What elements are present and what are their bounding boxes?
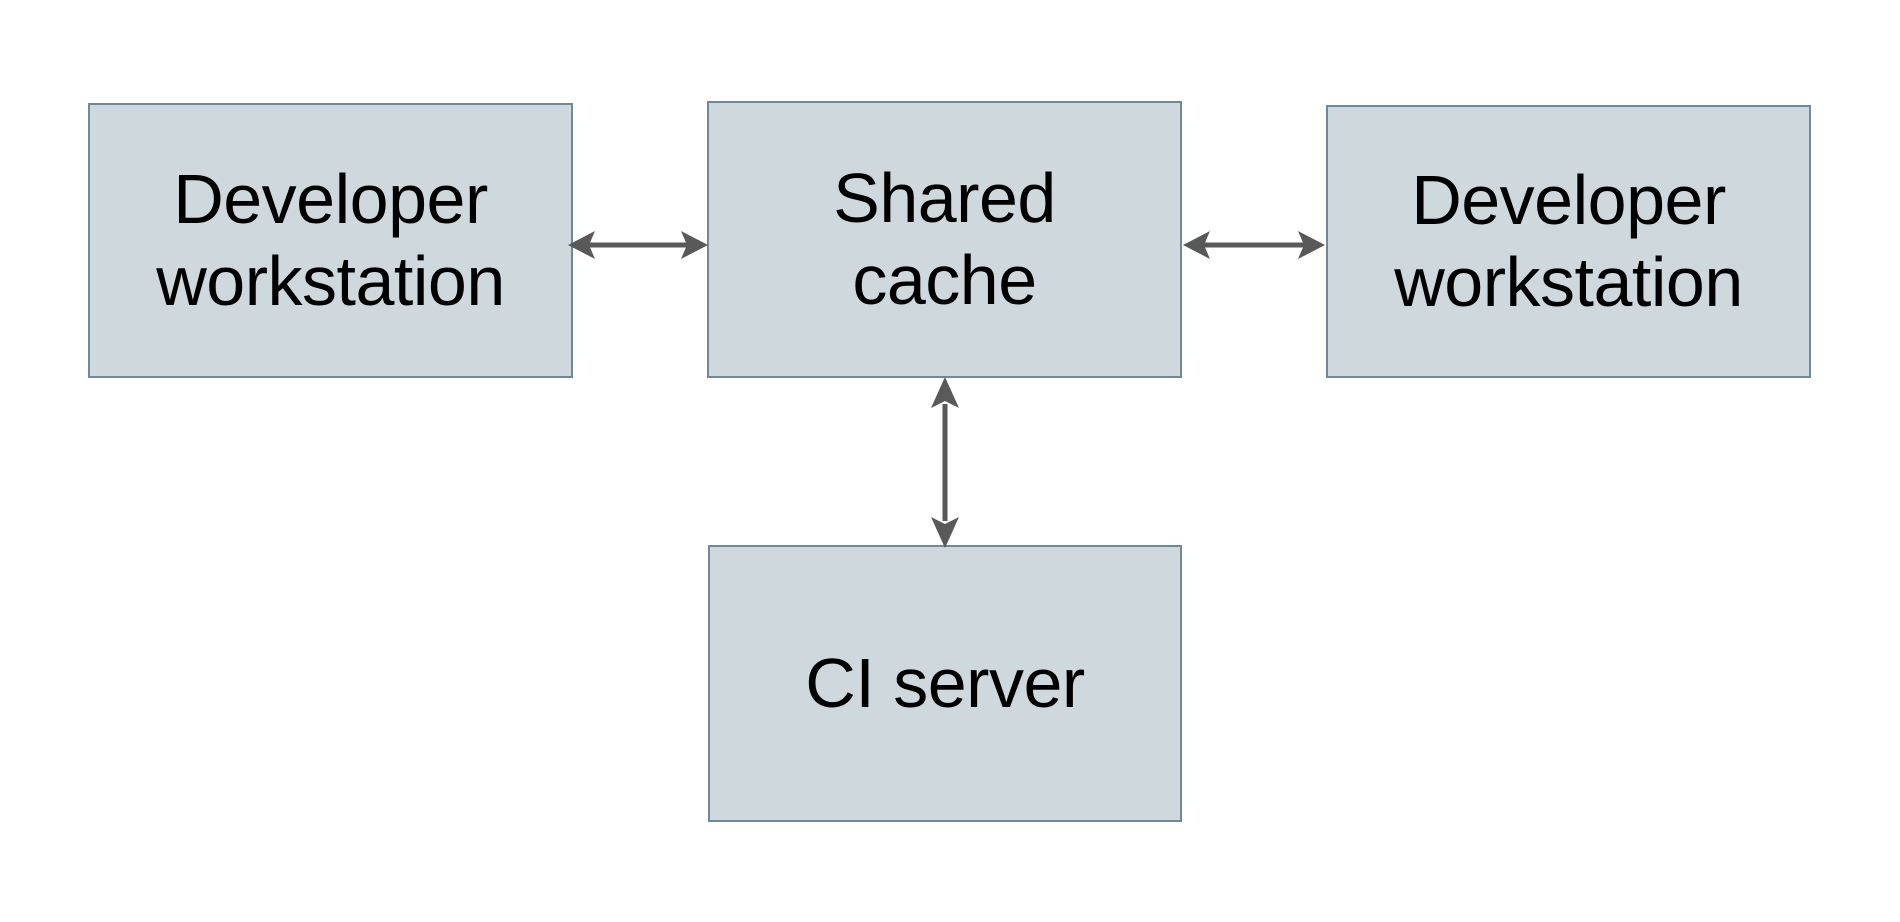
node-label-shared-cache: Shared cache	[833, 158, 1056, 319]
node-ci-server[interactable]: CI server	[708, 545, 1182, 822]
node-label-ci-server: CI server	[805, 643, 1085, 722]
node-label-developer-workstation-left: Developer workstation	[156, 159, 505, 320]
node-label-developer-workstation-right: Developer workstation	[1394, 160, 1743, 321]
edge-shared-cache-to-ci-server[interactable]	[915, 374, 975, 551]
node-shared-cache[interactable]: Shared cache	[707, 101, 1182, 378]
edge-developer-workstation-left-to-shared-cache[interactable]	[565, 215, 711, 275]
double-arrow-icon	[931, 377, 959, 548]
double-arrow-icon	[568, 231, 708, 259]
edge-shared-cache-to-developer-workstation-right[interactable]	[1178, 215, 1330, 275]
node-developer-workstation-left[interactable]: Developer workstation	[88, 103, 573, 378]
double-arrow-icon	[1183, 231, 1325, 259]
node-developer-workstation-right[interactable]: Developer workstation	[1326, 105, 1811, 378]
